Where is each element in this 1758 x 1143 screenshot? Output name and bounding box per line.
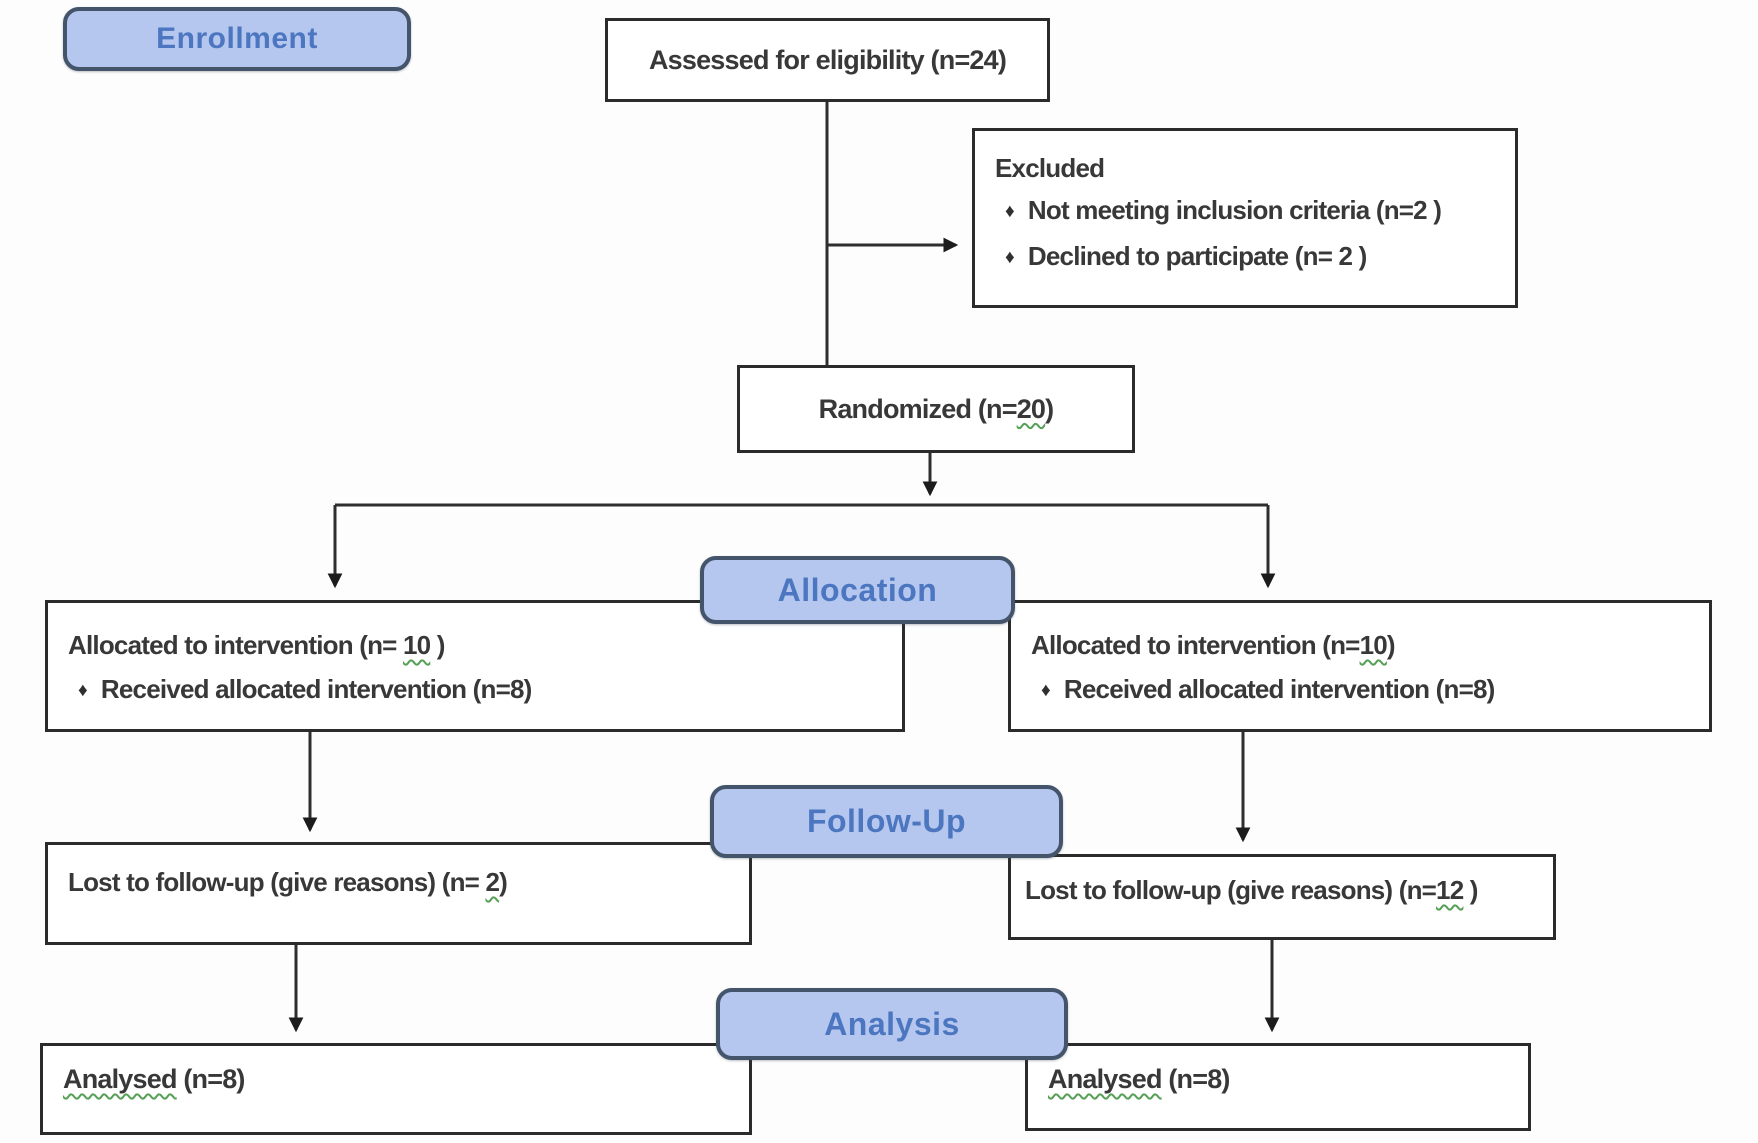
analysed-left-word: Analysed [63,1064,177,1094]
analysed-left-text: Analysed (n=8) [63,1064,245,1094]
lost-right-n-value: 12 [1436,875,1464,905]
allocated-left-n-value: 10 [402,630,431,660]
allocated-left-suffix: ) [430,630,446,660]
allocated-right-received-text: Received allocated intervention (n=8) [1063,674,1495,704]
diamond-bullet-icon: ♦ [1005,247,1015,268]
lost-followup-right-box: Lost to follow-up (give reasons) (n=12 ) [1008,854,1556,940]
enrollment-stage-label: Enrollment [156,22,318,55]
excluded-item: ♦ Not meeting inclusion criteria (n=2 ) [995,189,1495,235]
analysis-stage-label: Analysis [824,1005,960,1042]
followup-stage-label: Follow-Up [806,803,967,839]
followup-stage-pill: Follow-Up [710,785,1063,858]
lost-left-n-value: 2 [485,867,500,897]
diamond-bullet-icon: ♦ [1005,201,1015,222]
allocated-right-n-value: 10 [1359,630,1388,660]
randomized-text: Randomized (n=20) [818,393,1055,425]
allocated-right-line1: Allocated to intervention (n=10) [1031,623,1689,667]
excluded-item: ♦ Declined to participate (n= 2 ) [995,235,1495,281]
lost-followup-left-box: Lost to follow-up (give reasons) (n= 2) [45,842,752,945]
allocated-right-prefix: Allocated to intervention (n= [1031,630,1360,660]
allocated-left-prefix: Allocated to intervention (n= [68,630,403,660]
lost-right-prefix: Lost to follow-up (give reasons) (n= [1025,875,1437,905]
lost-left-text: Lost to follow-up (give reasons) (n= 2) [68,867,508,897]
enrollment-stage-pill: Enrollment [63,7,411,71]
randomized-suffix: ) [1045,393,1054,424]
analysed-left-box: Analysed (n=8) [40,1043,752,1135]
lost-right-suffix: ) [1463,875,1479,905]
assessed-text: Assessed for eligibility (n=24) [648,44,1007,75]
lost-left-suffix: ) [499,867,508,897]
lost-right-text: Lost to follow-up (give reasons) (n=12 ) [1025,875,1478,905]
excluded-item-text: Not meeting inclusion criteria (n=2 ) [1027,195,1442,225]
analysed-right-box: Analysed (n=8) [1025,1043,1531,1131]
allocated-right-line2: ♦ Received allocated intervention (n=8) [1031,667,1689,715]
allocated-right-box: Allocated to intervention (n=10) ♦ Recei… [1008,600,1712,732]
allocated-right-suffix: ) [1386,630,1396,660]
allocated-left-line2: ♦ Received allocated intervention (n=8) [68,667,882,715]
diamond-bullet-icon: ♦ [1041,680,1051,701]
randomized-n-value: 20 [1016,393,1046,424]
excluded-title: Excluded [995,153,1105,183]
excluded-item-text: Declined to participate (n= 2 ) [1027,241,1367,271]
analysed-right-text: Analysed (n=8) [1048,1064,1230,1094]
randomized-prefix: Randomized (n= [818,393,1018,424]
randomized-box: Randomized (n=20) [737,365,1135,453]
assessed-box: Assessed for eligibility (n=24) [605,18,1050,102]
analysis-stage-pill: Analysis [716,988,1068,1060]
allocated-left-received-text: Received allocated intervention (n=8) [100,674,532,704]
allocation-stage-label: Allocation [777,571,938,608]
analysed-left-n: (n=8) [176,1064,245,1094]
diamond-bullet-icon: ♦ [78,680,88,701]
lost-left-prefix: Lost to follow-up (give reasons) (n= [68,867,486,897]
allocated-left-line1: Allocated to intervention (n= 10 ) [68,623,882,667]
analysed-right-word: Analysed [1048,1064,1162,1094]
analysed-right-n: (n=8) [1161,1064,1230,1094]
allocation-stage-pill: Allocation [700,556,1015,624]
excluded-box: Excluded ♦ Not meeting inclusion criteri… [972,128,1518,308]
